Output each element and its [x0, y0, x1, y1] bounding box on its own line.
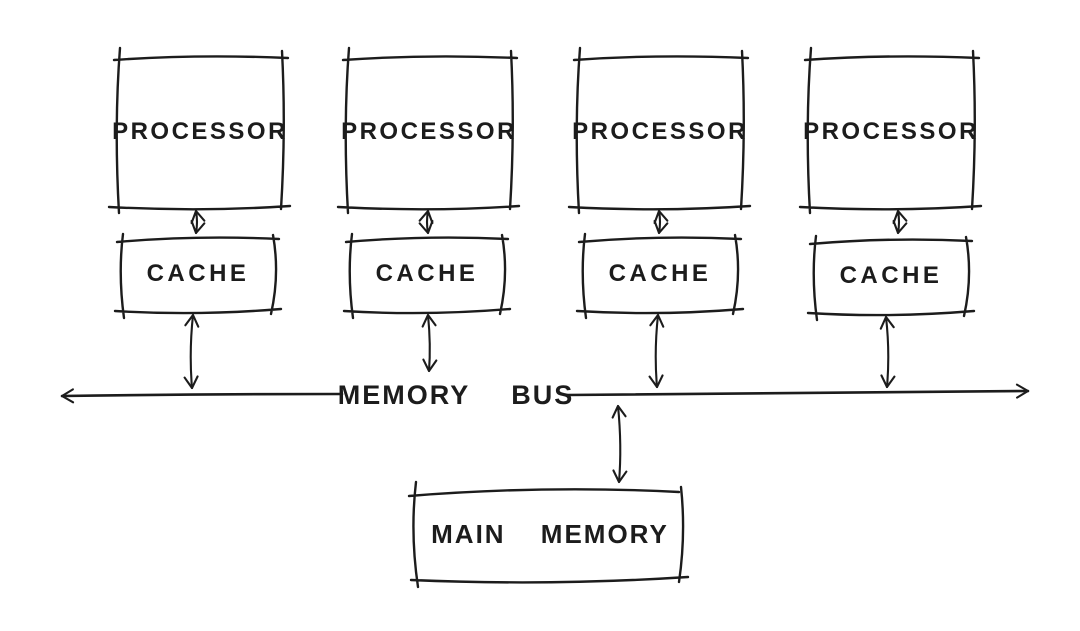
- cache-label-3: CACHE: [609, 260, 712, 287]
- processor-column-4: PROCESSOR CACHE: [798, 46, 983, 389]
- cache-bus-arrow-3: [648, 313, 665, 389]
- processor-label-2: PROCESSOR: [341, 118, 517, 145]
- memory-bus-label: MEMORY BUS: [338, 380, 575, 410]
- cache-bus-arrow-2: [421, 313, 438, 373]
- processor-label-1: PROCESSOR: [112, 118, 288, 145]
- memory-bus: MEMORY BUS: [60, 380, 1030, 410]
- processor-cache-arrow-4: [892, 209, 908, 235]
- cache-bus-arrow-4: [879, 315, 896, 389]
- memory-bus-line-left: [60, 388, 344, 404]
- processor-label-4: PROCESSOR: [803, 118, 979, 145]
- cache-label-2: CACHE: [376, 260, 479, 287]
- processor-column-1: PROCESSOR CACHE: [107, 46, 292, 390]
- processor-cache-arrow-2: [418, 209, 434, 235]
- processor-column-2: PROCESSOR CACHE: [336, 46, 521, 373]
- processor-column-3: PROCESSOR CACHE: [567, 46, 752, 389]
- processor-cache-arrow-1: [190, 209, 206, 235]
- main-memory: MAIN MEMORY: [407, 404, 690, 589]
- cache-bus-arrow-1: [183, 313, 200, 390]
- memory-bus-line-right: [565, 383, 1030, 399]
- processor-cache-arrow-3: [653, 209, 669, 235]
- cache-label-1: CACHE: [147, 260, 250, 287]
- main-memory-label: MAIN MEMORY: [431, 519, 669, 549]
- processor-label-3: PROCESSOR: [572, 118, 748, 145]
- cache-label-4: CACHE: [840, 262, 943, 289]
- bus-mainmemory-arrow: [611, 404, 628, 484]
